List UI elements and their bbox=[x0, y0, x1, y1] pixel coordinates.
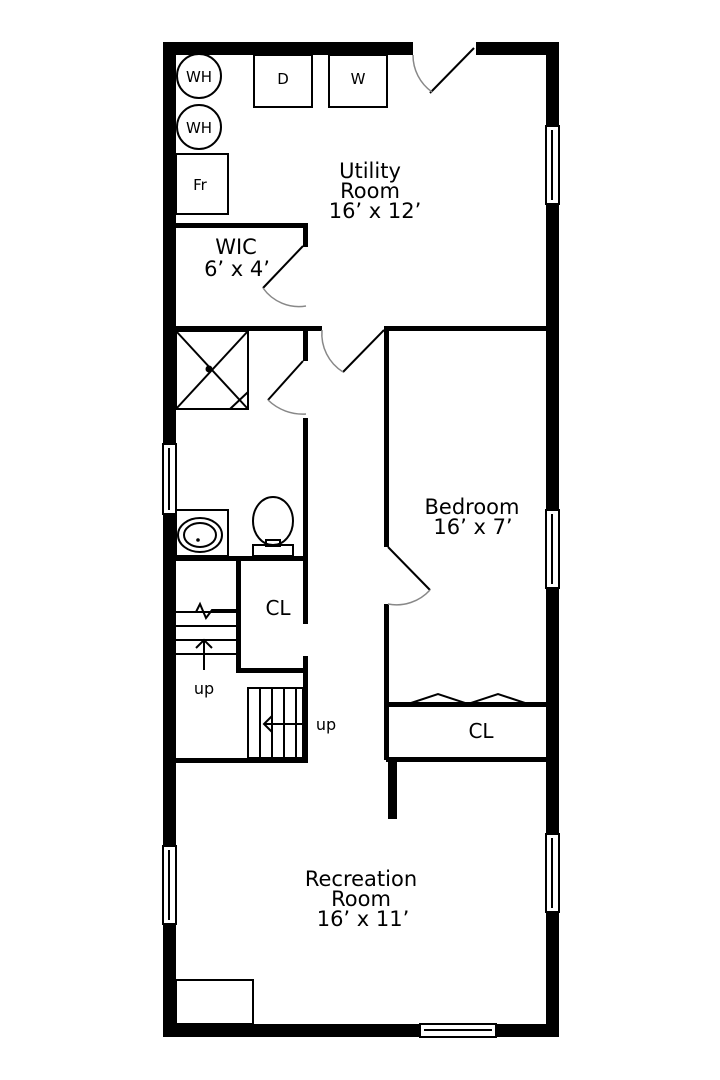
bath-fixtures bbox=[175, 330, 294, 557]
bifold-door bbox=[407, 692, 529, 706]
water-heater-1 bbox=[176, 53, 222, 99]
sink-basin bbox=[177, 517, 223, 553]
washer-label: W bbox=[351, 70, 366, 88]
wic-dims: 6’ x 4’ bbox=[204, 257, 270, 281]
utility-room-dims: 16’ x 12’ bbox=[329, 199, 422, 223]
windows bbox=[162, 125, 560, 1038]
recreation-room-dims: 16’ x 11’ bbox=[317, 907, 410, 931]
sink-vanity bbox=[175, 509, 229, 557]
hall-closet-label: CL bbox=[265, 596, 291, 620]
utility-room-name-2: Room bbox=[340, 179, 400, 203]
toilet-bowl bbox=[252, 496, 294, 546]
washer bbox=[328, 54, 388, 108]
utility-room-name-1: Utility bbox=[339, 159, 401, 183]
dryer-label: D bbox=[277, 70, 289, 88]
recreation-room-name-1: Recreation bbox=[305, 867, 417, 891]
bedroom-dims: 16’ x 7’ bbox=[433, 515, 512, 539]
water-heater-2 bbox=[176, 104, 222, 150]
stairs-upper-label: up bbox=[316, 715, 336, 734]
fridge-label: Fr bbox=[193, 176, 208, 194]
bedroom-name: Bedroom bbox=[425, 495, 520, 519]
interior-doors bbox=[262, 245, 529, 706]
dryer bbox=[253, 54, 313, 108]
utility-fixtures: WH WH D W Fr bbox=[175, 53, 388, 215]
water-heater-1-label: WH bbox=[186, 68, 212, 86]
stairs-upper: up bbox=[247, 687, 336, 759]
bedroom-closet-label: CL bbox=[468, 719, 494, 743]
exterior-door bbox=[412, 47, 475, 94]
recreation-room-name-2: Room bbox=[331, 887, 391, 911]
water-heater-2-label: WH bbox=[186, 119, 212, 137]
fridge bbox=[175, 153, 229, 215]
wic-name: WIC bbox=[215, 235, 257, 259]
room-labels: Utility Room 16’ x 12’ WIC 6’ x 4’ Bedro… bbox=[204, 159, 519, 931]
stairs-lower: up bbox=[176, 601, 236, 698]
stairs-lower-label: up bbox=[194, 679, 214, 698]
